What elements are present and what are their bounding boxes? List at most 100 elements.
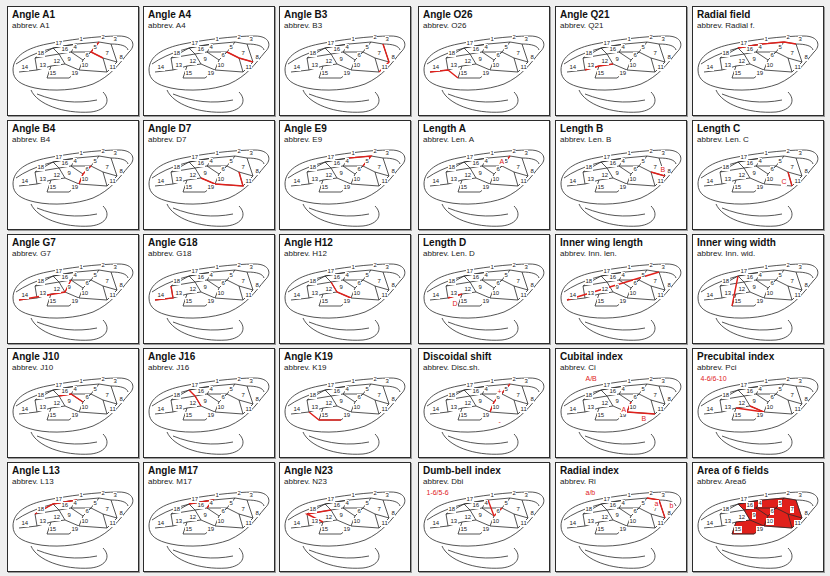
vein-number: 3 [798, 492, 802, 499]
wing-vein [595, 192, 617, 193]
vein-number: 9 [203, 170, 207, 177]
wing-vein [482, 272, 488, 280]
vein-number: 2 [649, 376, 653, 383]
measure-label: - [498, 418, 501, 426]
vein-number: 18 [585, 164, 593, 171]
hindwing-outline [303, 318, 379, 340]
vein-number: 18 [37, 50, 45, 57]
panel-ground [7, 234, 139, 344]
wing-vein [69, 70, 79, 78]
radial-vein [796, 44, 813, 50]
wing-vein [323, 292, 337, 294]
vein-number: 3 [113, 378, 117, 385]
vein-number: 11 [520, 178, 527, 185]
wing-vein [458, 78, 480, 79]
forewing-outline [149, 378, 269, 432]
wing-vein [458, 66, 462, 78]
vein-number: 15 [49, 70, 57, 77]
costal-vein [16, 158, 77, 178]
vein-number: 7 [377, 50, 381, 57]
vein-number: 10 [766, 290, 774, 297]
vein-number: 7 [516, 50, 520, 57]
vein-number: 4 [73, 272, 77, 279]
vein-number: 19 [343, 298, 351, 305]
wing-vein [235, 384, 247, 386]
wing-vein [375, 58, 379, 72]
wing-vein [307, 514, 309, 526]
wing-vein [103, 172, 117, 176]
panel-title: Angle B4 [12, 123, 134, 135]
measure-line [659, 500, 665, 518]
wing-vein [583, 48, 601, 58]
hindwing-outline [442, 318, 518, 340]
vein-number: 6 [770, 280, 774, 287]
hindwing-vein [585, 550, 645, 558]
vein-number: 13 [450, 404, 458, 411]
vein-number: 1 [351, 378, 355, 385]
wing-vein [247, 386, 253, 404]
wing-vein [585, 522, 599, 526]
wing-vein [476, 178, 490, 184]
wing-vein [792, 62, 802, 72]
wing-vein [448, 294, 462, 298]
vein-number: 5 [93, 158, 97, 165]
wing-vein [195, 508, 207, 510]
vein-number: 13 [450, 290, 458, 297]
wing-vein [325, 386, 349, 390]
hindwing-outline [31, 546, 107, 568]
wing-vein [490, 174, 494, 184]
measure-label: a/b [585, 489, 596, 497]
vein-number: 7 [105, 278, 109, 285]
forewing-outline [13, 150, 133, 204]
wing-vein [183, 306, 205, 307]
wing-vein [91, 270, 99, 280]
wing-vein [446, 400, 448, 412]
vein-number: 16 [197, 46, 205, 53]
vein-number: 11 [109, 406, 116, 413]
wing-vein [351, 526, 379, 528]
forewing-outline [285, 264, 405, 318]
wing-vein [195, 54, 201, 64]
vein-number: 2 [373, 262, 377, 269]
wing-vein [768, 52, 776, 60]
vein-number: 6 [85, 508, 89, 515]
wing-vein [480, 70, 490, 78]
wing-vein [601, 44, 625, 48]
wing-vein [601, 504, 607, 510]
vein-number: 7 [516, 392, 520, 399]
wing-vein [490, 412, 518, 414]
wing-vein [351, 70, 379, 72]
vein-number: 7 [105, 50, 109, 57]
vein-number: 3 [661, 264, 665, 271]
costal-vein [152, 386, 213, 406]
panel-title: Length B [560, 123, 682, 135]
vein-number: 1 [764, 36, 768, 43]
vein-number: 17 [740, 268, 748, 275]
vein-number: 14 [293, 520, 301, 527]
hindwing-vein [722, 322, 782, 330]
vein-number: 11 [657, 292, 664, 299]
vein-number: 1 [79, 492, 83, 499]
wing-vein [207, 166, 227, 167]
vein-number: 11 [520, 292, 527, 299]
wing-vein [788, 286, 802, 290]
vein-number: 17 [603, 496, 611, 503]
wing-vein [482, 394, 494, 402]
wing-vein [383, 158, 389, 176]
wing-vein [651, 514, 665, 518]
wing-vein [446, 58, 448, 70]
wing-vein [601, 162, 607, 168]
panel-abbrev: abbrev. G18 [148, 249, 270, 259]
vein-number: 16 [609, 160, 617, 167]
vein-number: 13 [724, 62, 732, 69]
wing-vein [595, 294, 599, 306]
panel-title: Radial field [697, 9, 819, 21]
panel-ground [279, 6, 411, 116]
vein-number: 8 [391, 168, 395, 175]
wing-vein [331, 52, 343, 54]
wing-vein [207, 280, 219, 288]
measure-line [309, 412, 341, 420]
forewing-outline [285, 36, 405, 90]
costal-vein [427, 158, 488, 178]
wing-vein [349, 270, 371, 272]
